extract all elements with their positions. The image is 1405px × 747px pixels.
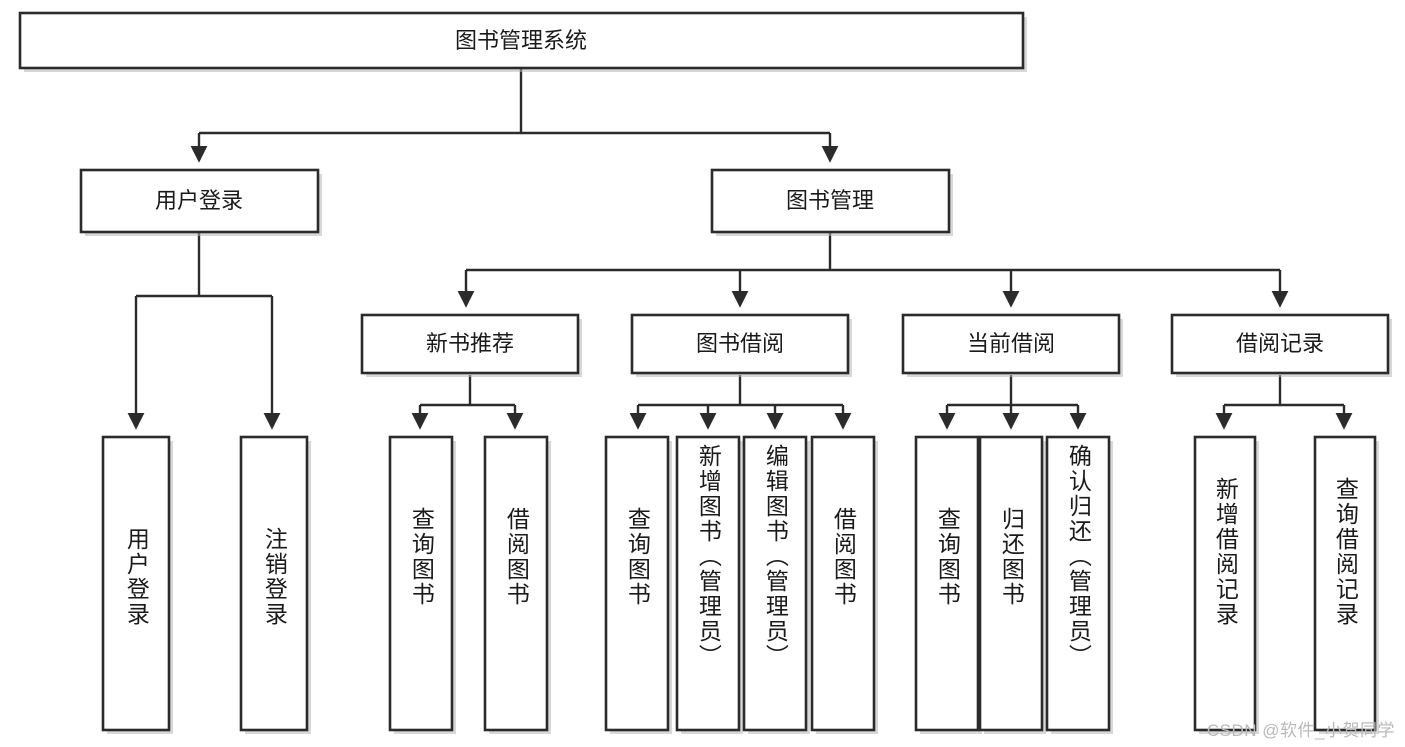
node-root-label: 图书管理系统 <box>455 28 587 53</box>
node-new-book-recommend-label: 新书推荐 <box>426 331 514 356</box>
leaf-node-book-borrow-1[interactable] <box>604 435 672 734</box>
leaf-node-book-borrow-4[interactable] <box>810 435 878 734</box>
node-borrow-record[interactable]: 借阅记录 <box>1170 313 1392 377</box>
leaf-node-borrow-record-1[interactable] <box>1193 435 1259 734</box>
leaf-node-borrow-record-2[interactable] <box>1313 435 1379 734</box>
leaf-node-user-login-1[interactable] <box>101 435 173 734</box>
node-borrow-record-label: 借阅记录 <box>1236 331 1324 356</box>
node-book-borrow[interactable]: 图书借阅 <box>630 313 852 377</box>
csdn-watermark: CSDN @软件_小贺同学 <box>1206 721 1395 740</box>
node-book-borrow-label: 图书借阅 <box>696 331 784 356</box>
node-book-management[interactable]: 图书管理 <box>710 168 953 236</box>
node-root[interactable]: 图书管理系统 <box>18 11 1027 72</box>
node-user-login[interactable]: 用户登录 <box>79 168 322 236</box>
leaf-node-current-borrow-1[interactable] <box>914 435 982 734</box>
node-book-management-label: 图书管理 <box>786 188 874 213</box>
leaf-node-current-borrow-2[interactable] <box>978 435 1046 734</box>
leaf-node-book-borrow-2[interactable] <box>675 435 743 734</box>
node-current-borrow-label: 当前借阅 <box>967 331 1055 356</box>
leaf-node-new-book-2[interactable] <box>483 435 551 734</box>
leaf-node-book-borrow-3[interactable] <box>742 435 810 734</box>
leaf-box-group <box>101 435 1379 734</box>
leaf-node-user-login-2[interactable] <box>239 435 311 734</box>
node-current-borrow[interactable]: 当前借阅 <box>901 313 1123 377</box>
node-user-login-label: 用户登录 <box>155 188 243 213</box>
leaf-node-new-book-1[interactable] <box>388 435 456 734</box>
node-new-book-recommend[interactable]: 新书推荐 <box>360 313 582 377</box>
leaf-node-current-borrow-3[interactable] <box>1045 435 1113 734</box>
edge-group <box>127 68 1353 430</box>
